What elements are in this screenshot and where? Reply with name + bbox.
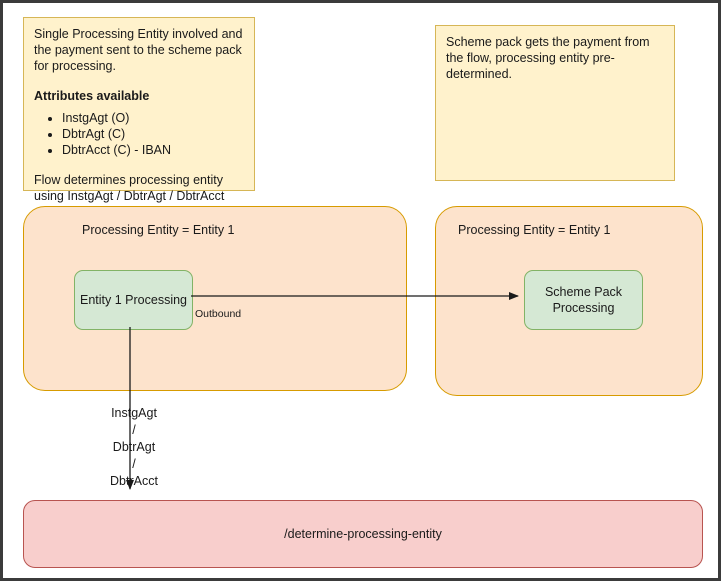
edge-determine-label-line-4: /	[132, 457, 136, 471]
edge-determine-label-line-3: DbtrAgt	[112, 440, 156, 454]
note-right: Scheme pack gets the payment from the fl…	[435, 25, 675, 181]
process-scheme-pack-label-line-2: Processing	[552, 301, 615, 315]
edge-outbound-label: Outbound	[195, 308, 242, 320]
endpoint-label: /determine-processing-entity	[284, 527, 442, 541]
note-right-paragraph-1: Scheme pack gets the payment from the fl…	[446, 35, 650, 81]
note-left: Single Processing Entity involved and th…	[23, 17, 255, 203]
list-item: InstgAgt (O)	[62, 110, 245, 126]
edge-determine-label-line-1: InstgAgt	[111, 406, 157, 420]
edge-determine-label-line-5: DbtrAcct	[110, 474, 158, 488]
note-left-heading: Attributes available	[34, 89, 150, 103]
pool-scheme-pack-title: Processing Entity = Entity 1	[458, 223, 611, 237]
process-entity-1-processing[interactable]: Entity 1 Processing	[74, 270, 193, 330]
note-left-paragraph-1: Single Processing Entity involved and th…	[34, 27, 243, 73]
endpoint-determine-processing-entity[interactable]: /determine-processing-entity	[23, 500, 703, 568]
spacer	[34, 74, 245, 88]
note-left-paragraph-2: Flow determines processing entity using …	[34, 173, 225, 203]
spacer	[34, 158, 245, 172]
process-scheme-pack-label-line-1: Scheme Pack	[544, 285, 623, 299]
process-entity-1-label: Entity 1 Processing	[80, 293, 187, 307]
pool-scheme-pack: Processing Entity = Entity 1	[435, 206, 703, 396]
edge-determine-label-line-2: /	[132, 423, 136, 437]
note-left-attribute-list: InstgAgt (O) DbtrAgt (C) DbtrAcct (C) - …	[34, 110, 245, 158]
edge-determine-label: InstgAgt / DbtrAgt / DbtrAcct	[98, 405, 170, 490]
list-item: DbtrAgt (C)	[62, 126, 245, 142]
pool-entity-1-title: Processing Entity = Entity 1	[82, 223, 235, 237]
list-item: DbtrAcct (C) - IBAN	[62, 142, 245, 158]
